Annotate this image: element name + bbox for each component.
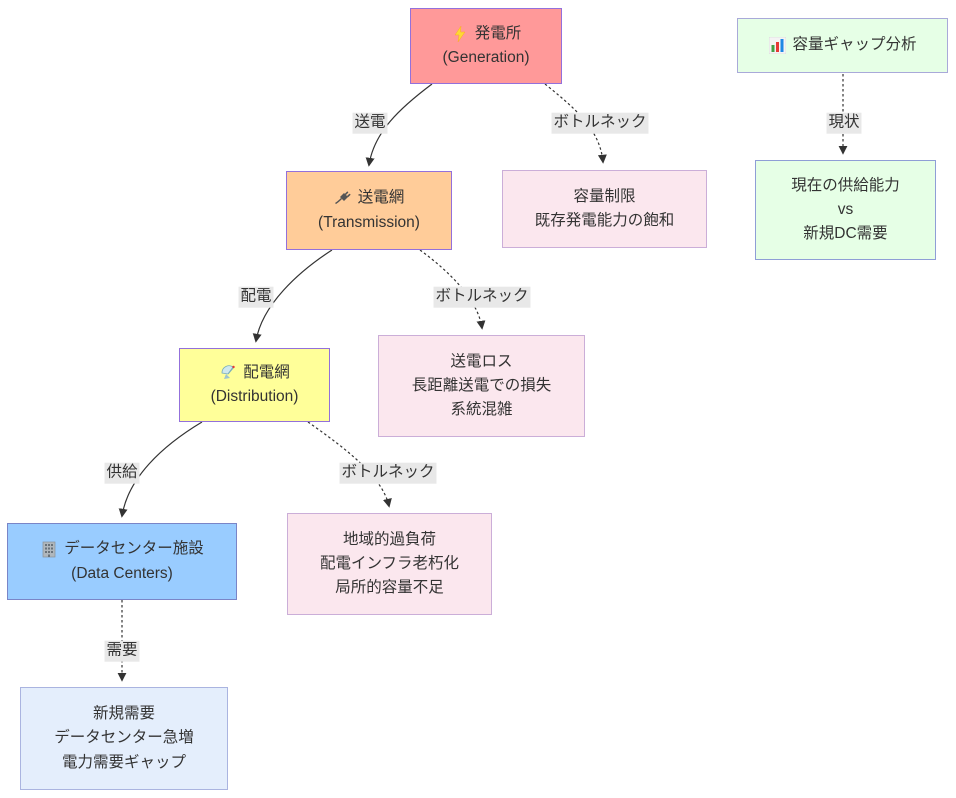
regional-overload-line: 局所的容量不足 bbox=[335, 579, 444, 596]
node-supply-vs-demand[interactable]: 現在の供給能力 vs 新規DC需要 bbox=[755, 160, 936, 260]
plug-icon bbox=[334, 189, 352, 207]
transmission-loss-line: 送電ロス bbox=[450, 352, 513, 370]
lightning-icon bbox=[451, 25, 469, 43]
supply-vs-demand-line: 新規DC需要 bbox=[803, 225, 888, 242]
edge-label-kyokyu: 供給 bbox=[104, 462, 140, 484]
node-analysis-title: 容量ギャップ分析 bbox=[792, 36, 917, 54]
node-analysis[interactable]: 容量ギャップ分析 bbox=[737, 18, 948, 73]
capacity-limit-line: 容量制限 bbox=[573, 187, 636, 205]
node-datacenter-title: データセンター施設 bbox=[64, 540, 204, 558]
node-datacenter-subtitle: (Data Centers) bbox=[71, 564, 173, 582]
building-icon bbox=[40, 540, 58, 558]
regional-overload-line: 配電インフラ老朽化 bbox=[319, 554, 460, 572]
edge-label-juyo: 需要 bbox=[104, 640, 140, 662]
transmission-loss-line: 系統混雑 bbox=[450, 401, 513, 418]
node-generation-title: 発電所 bbox=[474, 24, 522, 42]
node-distribution[interactable]: 配電網 (Distribution) bbox=[179, 348, 330, 422]
edge-label-soden: 送電 bbox=[352, 112, 388, 134]
new-demand-line: 新規需要 bbox=[92, 705, 155, 723]
capacity-limit-line: 既存発電能力の飽和 bbox=[534, 212, 675, 229]
node-transmission[interactable]: 送電網 (Transmission) bbox=[286, 171, 452, 250]
node-new-demand[interactable]: 新規需要 データセンター急増 電力需要ギャップ bbox=[20, 687, 228, 790]
supply-vs-demand-line: vs bbox=[837, 200, 854, 218]
supply-vs-demand-line: 現在の供給能力 bbox=[791, 176, 900, 194]
edge-label-bottleneck-distribution: ボトルネック bbox=[339, 462, 437, 484]
node-transmission-title: 送電網 bbox=[357, 189, 405, 207]
satellite-icon bbox=[219, 364, 237, 382]
edge-label-bottleneck-generation: ボトルネック bbox=[551, 112, 649, 134]
node-transmission-subtitle: (Transmission) bbox=[318, 213, 420, 231]
edge-label-bottleneck-transmission: ボトルネック bbox=[433, 286, 531, 308]
edge-distribution-to-datacenter bbox=[118, 421, 203, 518]
node-generation[interactable]: 発電所 (Generation) bbox=[410, 8, 562, 84]
node-transmission-loss[interactable]: 送電ロス 長距離送電での損失 系統混雑 bbox=[378, 335, 585, 437]
new-demand-line: 電力需要ギャップ bbox=[61, 753, 186, 771]
node-generation-subtitle: (Generation) bbox=[442, 49, 530, 66]
new-demand-line: データセンター急増 bbox=[54, 729, 194, 747]
edge-transmission-to-distribution bbox=[252, 249, 333, 343]
node-distribution-subtitle: (Distribution) bbox=[210, 388, 299, 405]
node-datacenter[interactable]: データセンター施設 (Data Centers) bbox=[7, 523, 237, 600]
node-regional-overload[interactable]: 地域的過負荷 配電インフラ老朽化 局所的容量不足 bbox=[287, 513, 492, 615]
bar-chart-icon bbox=[768, 36, 786, 54]
node-capacity-limit[interactable]: 容量制限 既存発電能力の飽和 bbox=[502, 170, 707, 248]
transmission-loss-line: 長距離送電での損失 bbox=[411, 376, 552, 394]
node-distribution-title: 配電網 bbox=[243, 363, 290, 381]
edge-transmission-to-transmission-loss bbox=[419, 249, 486, 330]
edge-label-haiden: 配電 bbox=[238, 286, 274, 308]
regional-overload-line: 地域的過負荷 bbox=[342, 530, 436, 548]
edge-label-genjo: 現状 bbox=[826, 112, 862, 134]
edge-generation-to-transmission bbox=[365, 83, 433, 167]
